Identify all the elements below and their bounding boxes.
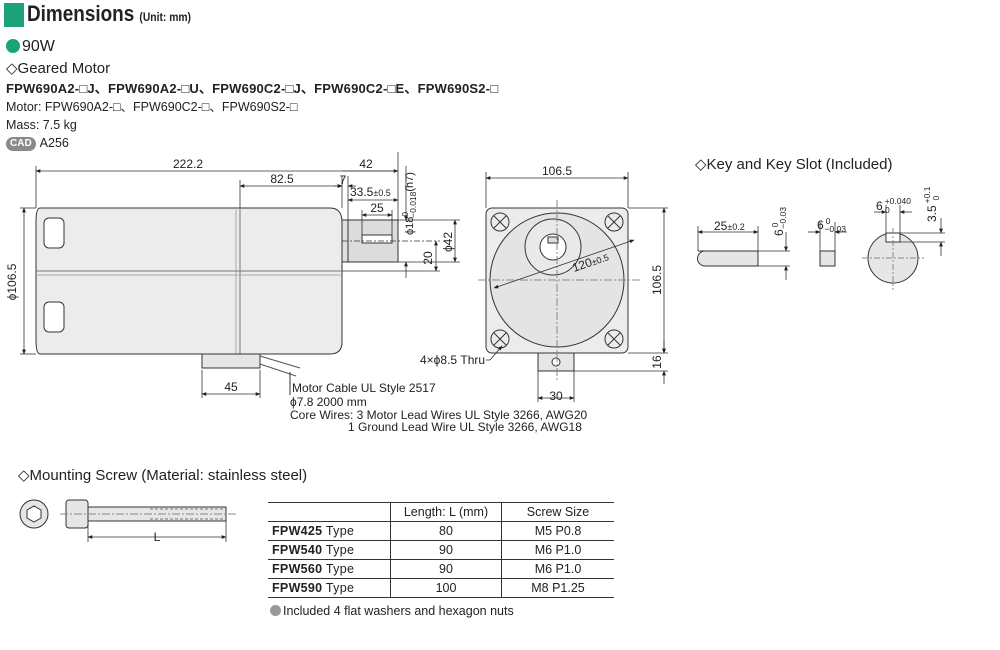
cad-badge[interactable]: CAD [6, 137, 36, 151]
key-dim-3-5: 3.5+0.10 [922, 186, 941, 222]
row-length: 90 [390, 540, 502, 560]
screw-table: Length: L (mm) Screw Size FPW425 Type 80… [268, 502, 614, 598]
table-header-model [268, 502, 391, 522]
row-length: 80 [390, 521, 502, 541]
table-row: FPW590 Type 100 M8 P1.25 [268, 578, 614, 598]
washer-note: Included 4 flat washers and hexagon nuts [270, 603, 514, 619]
core-wires-1: Core Wires: 3 Motor Lead Wires UL Style … [290, 408, 588, 422]
dim-25-shaft: 25 [370, 201, 384, 215]
cable [259, 355, 301, 377]
motor-body [35, 207, 343, 355]
row-suffix: Type [325, 524, 355, 538]
dim-30: 30 [549, 389, 563, 403]
dim-body-dia: ϕ106.5 [5, 263, 19, 300]
row-screw: M6 P1.0 [501, 559, 614, 579]
holes-label: 4×ϕ8.5 Thru [420, 353, 485, 367]
mounting-title: ◇Mounting Screw (Material: stainless ste… [18, 467, 308, 484]
key-title: ◇Key and Key Slot (Included) [695, 156, 893, 173]
row-suffix: Type [325, 543, 355, 557]
dim-45: 45 [224, 380, 238, 394]
header-accent-block [4, 3, 24, 27]
key-side [697, 250, 759, 267]
unit-note: (Unit: mm) [139, 10, 192, 24]
side-view-labels: 222.2 82.5 42 7 33.5±0.5 25 ϕ180−0.018(h… [5, 157, 588, 434]
dim-16: 16 [650, 355, 664, 369]
geared-motor-title: ◇Geared Motor [6, 60, 111, 77]
row-length: 100 [390, 578, 502, 598]
key-dimensions [697, 205, 945, 280]
row-length: 90 [390, 559, 502, 579]
table-header-row: Length: L (mm) Screw Size [268, 502, 614, 522]
key-drawing [697, 228, 924, 290]
hex-socket-icon [26, 505, 42, 523]
motor-side-view [35, 207, 399, 395]
dim-total-length: 222.2 [173, 157, 203, 171]
model-list: FPW690A2-□J、FPW690A2-□U、FPW690C2-□J、FPW6… [6, 81, 499, 96]
note-dot-icon [270, 605, 281, 616]
dim-7: 7 [340, 173, 347, 187]
dim-boss-dia: ϕ42 [441, 232, 455, 252]
side-view-dimensions [20, 152, 460, 398]
dim-L: L [154, 530, 161, 544]
dim-body-length: 82.5 [270, 172, 294, 186]
power-dot-icon [6, 39, 20, 53]
row-model: FPW540 [272, 543, 323, 557]
table-header-length: Length: L (mm) [390, 502, 502, 522]
table-row: FPW560 Type 90 M6 P1.0 [268, 559, 614, 579]
dim-42: 42 [359, 157, 373, 171]
mounting-screw-drawing [19, 499, 236, 529]
row-screw: M5 P0.8 [501, 521, 614, 541]
power-label: 90W [6, 37, 55, 57]
dim-33-5: 33.5±0.5 [350, 185, 391, 199]
front-view-labels: 106.5 106.5 120±0.5 4×ϕ8.5 Thru 16 30 [420, 164, 664, 403]
row-screw: M8 P1.25 [501, 578, 614, 598]
motor-models: Motor: FPW690A2-□、FPW690C2-□、FPW690S2-□ [6, 100, 298, 114]
vent-slot-bottom [43, 301, 65, 333]
table-header-screw: Screw Size [501, 502, 614, 522]
dim-front-width: 106.5 [542, 164, 572, 178]
key-slot [361, 234, 393, 244]
terminal-box [201, 353, 261, 369]
dim-20: 20 [421, 251, 435, 265]
row-model: FPW590 [272, 581, 323, 595]
key-end [819, 250, 836, 267]
key-dim-6a: 60−0.03 [770, 207, 788, 236]
page-title: Dimensions(Unit: mm) [27, 1, 192, 26]
core-wires-2: 1 Ground Lead Wire UL Style 3266, AWG18 [348, 420, 582, 434]
key-dim-25: 25±0.2 [714, 219, 745, 233]
cable-label: Motor Cable UL Style 2517 [292, 381, 436, 395]
screw-dimensions [87, 521, 227, 542]
dim-front-height: 106.5 [650, 265, 664, 295]
row-model: FPW560 [272, 562, 323, 576]
cable-spec: ϕ7.8 2000 mm [290, 395, 367, 409]
vent-slot-top [43, 217, 65, 249]
table-row: FPW540 Type 90 M6 P1.0 [268, 540, 614, 560]
dim-shaft-dia: ϕ180−0.018(h7) [400, 172, 418, 235]
motor-front-view [478, 200, 640, 380]
row-suffix: Type [325, 562, 355, 576]
mass-label: Mass: 7.5 kg [6, 118, 77, 132]
front-view-dimensions [485, 172, 668, 402]
row-screw: M6 P1.0 [501, 540, 614, 560]
row-suffix: Type [325, 581, 355, 595]
row-model: FPW425 [272, 524, 323, 538]
table-row: FPW425 Type 80 M5 P0.8 [268, 521, 614, 541]
cad-code: A256 [39, 136, 69, 150]
